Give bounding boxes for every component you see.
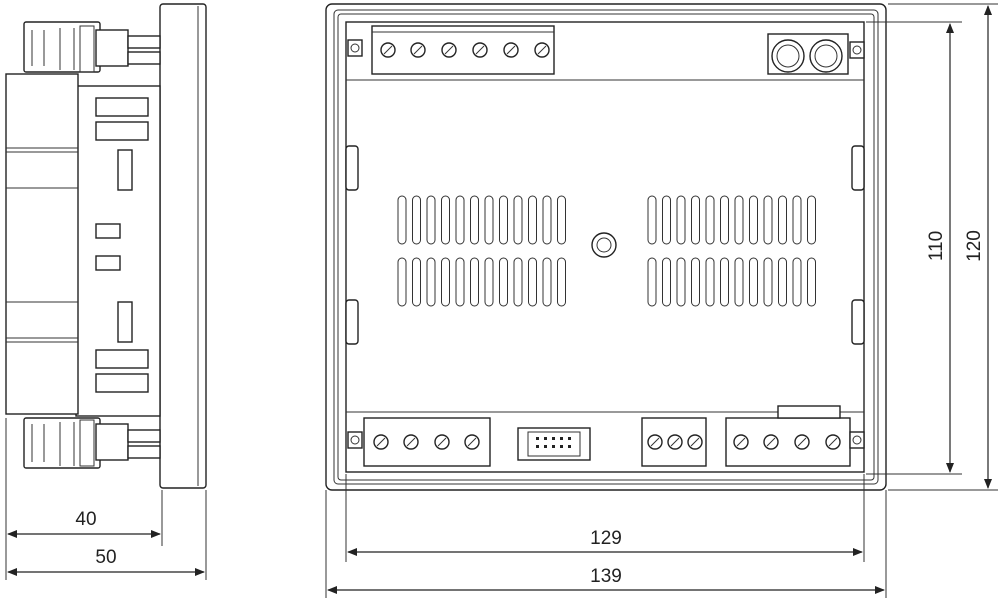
dim-depth-outer: 50 xyxy=(95,547,116,568)
top-right-relays xyxy=(767,33,865,75)
vent-slot xyxy=(397,257,407,307)
side-body xyxy=(5,73,79,415)
vent-slot xyxy=(455,195,465,245)
terminal-screw-icon xyxy=(534,42,550,58)
vent-slot xyxy=(734,257,744,307)
dim-width-outer: 139 xyxy=(590,566,622,587)
vent-slot xyxy=(647,195,657,245)
vent-slot xyxy=(705,195,715,245)
terminal-screw-icon xyxy=(464,434,480,450)
bottom-connector-port xyxy=(517,427,591,461)
port-pins xyxy=(536,437,571,448)
vent-slot xyxy=(484,195,494,245)
vent-slot xyxy=(441,257,450,307)
terminal-screw-icon xyxy=(472,42,488,58)
vent-slot xyxy=(662,195,671,245)
vent-slot xyxy=(470,195,479,245)
terminal-screw-icon xyxy=(403,434,419,450)
vent-slot xyxy=(499,195,508,245)
vent-slot xyxy=(513,257,523,307)
vent-slot xyxy=(778,257,787,307)
vent-slot xyxy=(426,195,436,245)
center-screw xyxy=(591,232,617,258)
vent-slot xyxy=(484,257,494,307)
vent-slot xyxy=(662,257,671,307)
vent-slot xyxy=(792,257,802,307)
vent-slot xyxy=(426,257,436,307)
terminal-screw-icon xyxy=(647,434,663,450)
vent-slot xyxy=(807,257,816,307)
vent-slot xyxy=(691,257,700,307)
terminal-screw-icon xyxy=(380,42,396,58)
front-view xyxy=(325,3,887,491)
vent-slots xyxy=(397,195,816,307)
front-dimensions xyxy=(325,3,998,598)
vent-slot xyxy=(412,257,421,307)
vent-slot xyxy=(647,257,657,307)
terminal-screw-icon xyxy=(733,434,749,450)
vent-slot xyxy=(676,257,686,307)
vent-slot xyxy=(705,257,715,307)
vent-slot xyxy=(749,257,758,307)
terminal-screw-icon xyxy=(410,42,426,58)
vent-slot xyxy=(441,195,450,245)
vent-slot xyxy=(720,257,729,307)
terminal-screw-icon xyxy=(503,42,519,58)
side-top-connector xyxy=(23,21,161,73)
vent-slot xyxy=(470,257,479,307)
vent-slot xyxy=(513,195,523,245)
vent-slot xyxy=(499,257,508,307)
vent-slot xyxy=(528,195,537,245)
side-bottom-connector xyxy=(23,417,161,469)
vent-slot xyxy=(734,195,744,245)
vent-slot xyxy=(397,195,407,245)
dim-width-inner: 129 xyxy=(590,528,622,549)
side-bezel xyxy=(159,3,207,489)
dim-depth-inner: 40 xyxy=(75,509,96,530)
vent-slot xyxy=(778,195,787,245)
vent-slot xyxy=(720,195,729,245)
side-dimensions xyxy=(5,418,207,580)
terminal-screw-icon xyxy=(687,434,703,450)
vent-slot xyxy=(691,195,700,245)
vent-slot xyxy=(676,195,686,245)
vent-slot xyxy=(792,195,802,245)
dim-height-inner: 110 xyxy=(926,231,947,261)
terminal-screw-icon xyxy=(794,434,810,450)
vent-slot xyxy=(807,195,816,245)
vent-slot xyxy=(455,257,465,307)
terminal-screw-icon xyxy=(825,434,841,450)
vent-slot xyxy=(542,195,552,245)
terminal-screw-icon xyxy=(667,434,683,450)
terminal-screw-icon xyxy=(763,434,779,450)
side-view xyxy=(5,3,207,489)
vent-slot xyxy=(557,257,566,307)
vent-slot xyxy=(412,195,421,245)
terminal-screw-icon xyxy=(434,434,450,450)
terminal-screw-icon xyxy=(441,42,457,58)
dim-height-outer: 120 xyxy=(964,230,985,262)
vent-slot xyxy=(528,257,537,307)
top-terminal-block xyxy=(347,25,555,75)
vent-slot xyxy=(749,195,758,245)
vent-slot xyxy=(763,257,773,307)
terminal-screw-icon xyxy=(373,434,389,450)
vent-slot xyxy=(557,195,566,245)
vent-slot xyxy=(763,195,773,245)
vent-slot xyxy=(542,257,552,307)
